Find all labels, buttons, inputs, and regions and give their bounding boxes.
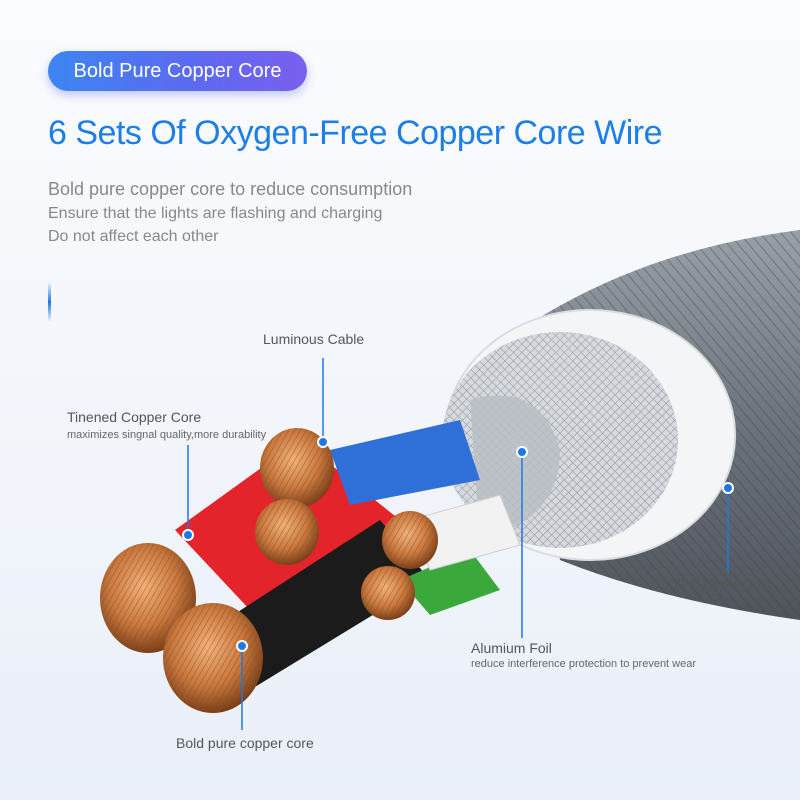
green-wire: [400, 550, 500, 615]
subtext-line-2: Ensure that the lights are flashing and …: [48, 205, 383, 222]
label-tinned-copper-core-note: maximizes singnal quality,more durabilit…: [67, 429, 267, 441]
page-headline: 6 Sets Of Oxygen-Free Copper Core Wire: [48, 114, 663, 152]
copper-cores: [100, 428, 438, 713]
label-tinned-copper-core: Tinened Copper Core: [67, 409, 202, 425]
accent-line: [48, 282, 51, 322]
label-aluminium-foil-note: reduce interference protection to preven…: [471, 658, 697, 670]
callout-dots: [182, 436, 734, 652]
feature-badge: Bold Pure Copper Core: [48, 51, 307, 91]
label-bold-copper-core: Bold pure copper core: [176, 735, 314, 751]
label-aluminium-foil: Alumium Foil: [471, 640, 552, 656]
callout-lines: [187, 358, 729, 730]
blue-wire: [330, 420, 480, 505]
label-tpe-outer-quilt: TPE Outer Quilt: [672, 576, 771, 592]
label-luminous-cable: Luminous Cable: [263, 331, 365, 347]
subtext-line-3: Do not affect each other: [48, 228, 219, 245]
black-wire: [210, 520, 430, 690]
subtext-line-1: Bold pure copper core to reduce consumpt…: [48, 179, 413, 199]
